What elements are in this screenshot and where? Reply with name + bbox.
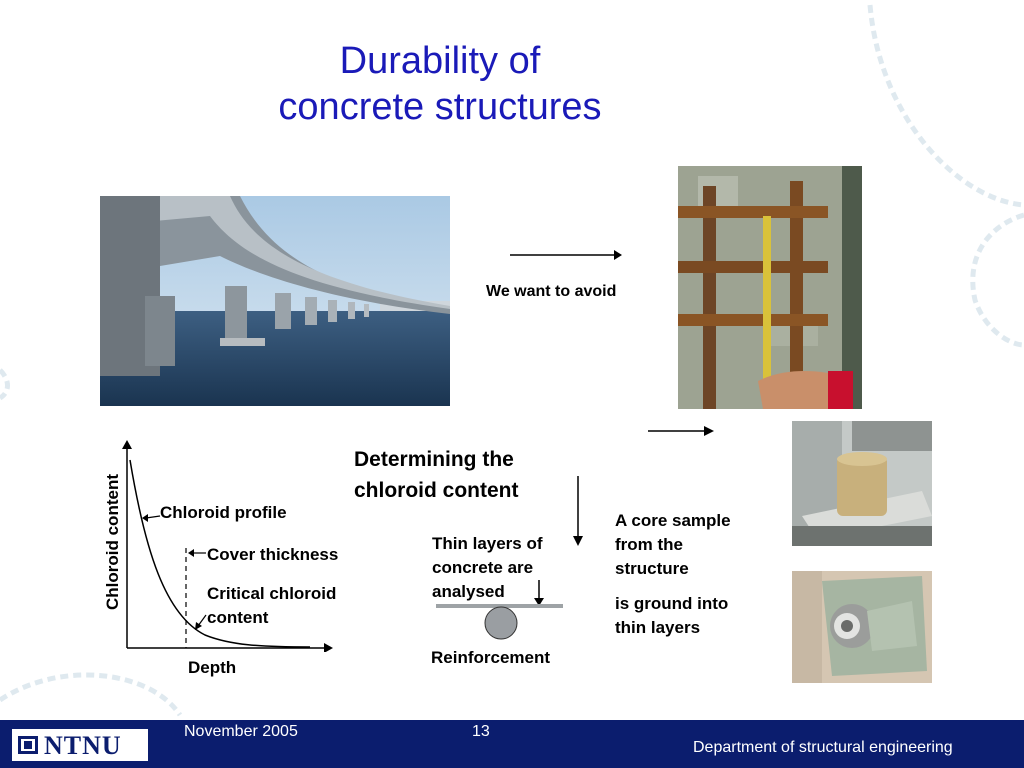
core-line-2: from the [615,535,683,554]
title-line-2: concrete structures [278,86,602,128]
footer-bar [0,720,1024,768]
core-line-3: structure [615,559,689,578]
arrow-down-icon [573,476,583,546]
we-want-to-avoid-label: We want to avoid [486,283,617,300]
determining-heading: Determining the chloroid content [354,444,519,506]
critical-line-1: Critical chloroid [207,584,337,603]
thin-line-2: concrete are [432,558,534,577]
title-line-1: Durability of [339,40,541,82]
slide-title: Durability of concrete structures [0,38,880,130]
bridge-photo [100,196,450,406]
graph-xlabel: Depth [188,658,237,677]
arrow-right-icon [648,426,714,436]
critical-line-2: content [207,608,269,627]
determining-line-1: Determining the [354,448,514,471]
determining-line-2: chloroid content [354,479,519,502]
grinding-photo [792,571,932,683]
ground-line-2: thin layers [615,618,701,637]
thin-line-3: analysed [432,582,505,601]
corroded-reinforcement-photo [678,166,862,409]
logo-text: NTNU [44,731,122,760]
chloroid-profile-label: Chloroid profile [160,503,287,522]
ground-label: is ground into thin layers [615,592,728,640]
decorative-arcs [0,4,1024,717]
chloride-profile-graph [122,440,333,652]
thin-line-1: Thin layers of [432,534,543,553]
core-sample-label: A core sample from the structure [615,509,731,581]
reinforcement-diagram [436,580,563,640]
department-name: Department of structural engineering [693,739,953,756]
thin-layers-label: Thin layers of concrete are analysed [432,532,543,604]
logo-square-inner-icon [24,741,32,749]
arrow-right-icon [510,250,622,260]
core-line-1: A core sample [615,511,731,530]
core-sample-photo [792,421,932,546]
ntnu-logo: NTNU [10,727,150,763]
cover-thickness-label: Cover thickness [207,545,339,564]
logo-square-icon [18,736,38,754]
footer-date: November 2005 [184,723,298,740]
page-number: 13 [472,723,490,740]
graph-ylabel: Chloroid content [103,474,122,610]
critical-chloroid-label: Critical chloroid content [207,582,336,630]
ground-line-1: is ground into [615,594,729,613]
reinforcement-label: Reinforcement [431,648,551,667]
